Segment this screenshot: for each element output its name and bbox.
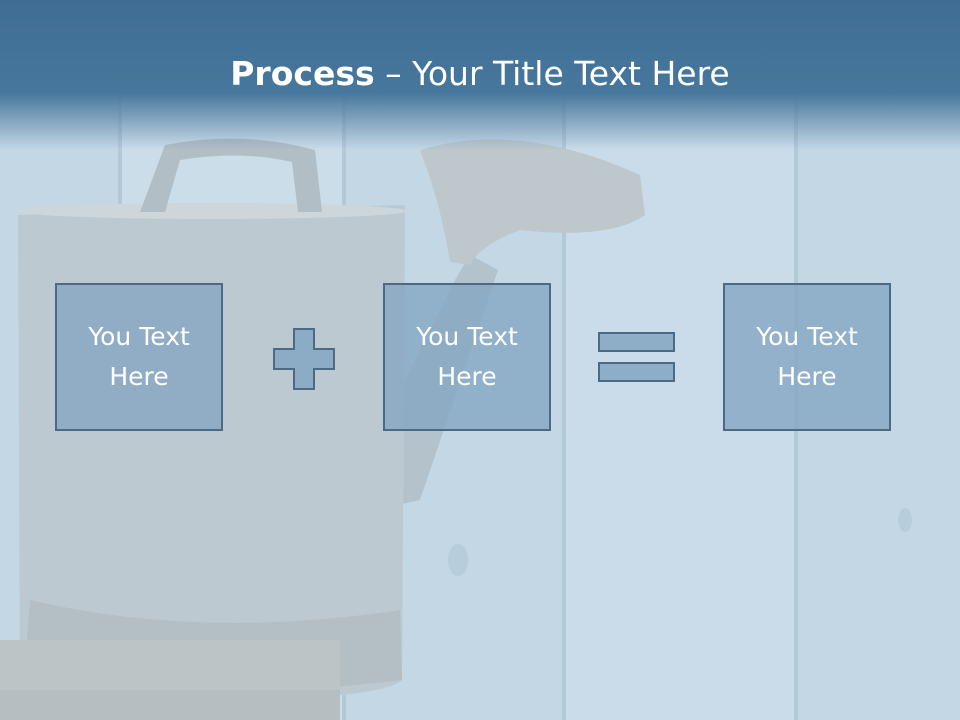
process-box-3[interactable]: You Text Here [723, 283, 891, 431]
title-banner [0, 0, 960, 150]
plus-icon [273, 328, 335, 390]
process-box-2-label: You Text Here [416, 322, 518, 391]
process-box-1-label: You Text Here [88, 322, 190, 391]
equals-icon-top-bar [598, 332, 675, 352]
title-rest: – Your Title Text Here [374, 54, 730, 93]
process-box-3-label: You Text Here [756, 322, 858, 391]
slide-title: Process – Your Title Text Here [0, 52, 960, 96]
equals-icon-bottom-bar [598, 362, 675, 382]
title-bold: Process [230, 54, 375, 93]
process-box-2[interactable]: You Text Here [383, 283, 551, 431]
process-box-1[interactable]: You Text Here [55, 283, 223, 431]
